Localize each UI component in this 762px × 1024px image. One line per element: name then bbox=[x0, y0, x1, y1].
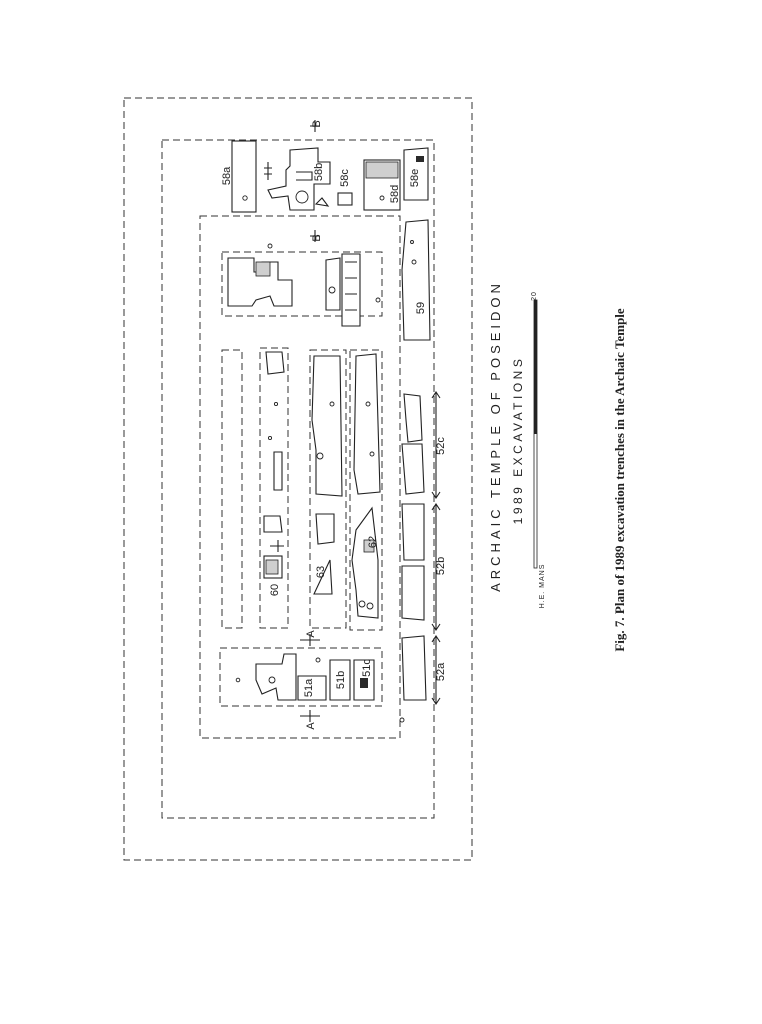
label-51c: 51c bbox=[361, 659, 373, 677]
trench-long-2: 60 bbox=[259, 347, 289, 629]
trench-58a: 58a bbox=[221, 140, 257, 213]
section-line-a: A A bbox=[300, 630, 320, 730]
label-52b: 52b bbox=[435, 557, 447, 575]
label-52a: 52a bbox=[435, 662, 447, 681]
section-marker-a-bottom: A bbox=[305, 722, 317, 730]
trench-58b: 58b bbox=[267, 147, 331, 211]
trench-long-1 bbox=[221, 349, 243, 629]
label-60: 60 bbox=[269, 584, 281, 596]
label-58e: 58e bbox=[409, 169, 421, 187]
peristasis-boundary bbox=[161, 139, 435, 819]
label-51b: 51b bbox=[335, 671, 347, 689]
trench-59: 59 bbox=[401, 219, 431, 341]
trench-58d: 58d bbox=[363, 159, 401, 211]
label-58d: 58d bbox=[389, 185, 401, 203]
figure-caption: Fig. 7. Plan of 1989 excavation trenches… bbox=[612, 308, 627, 652]
scale-label: 20 bbox=[531, 291, 538, 301]
label-58c: 58c bbox=[339, 169, 351, 187]
label-63: 63 bbox=[315, 566, 327, 578]
trench-52-row: 52c 52b 52a bbox=[401, 391, 447, 705]
label-51a: 51a bbox=[303, 678, 315, 697]
trench-long-4: 62 bbox=[349, 349, 383, 631]
plan-title: ARCHAIC TEMPLE OF POSEIDON bbox=[488, 280, 503, 592]
trench-51-group: 51a 51b 51c bbox=[219, 647, 405, 723]
trench-58c: 58c bbox=[314, 169, 353, 207]
drafter-signature: H.E. MANS bbox=[539, 564, 546, 609]
label-59: 59 bbox=[415, 302, 427, 314]
cross-marker bbox=[264, 162, 272, 180]
trench-58e: 58e bbox=[403, 147, 429, 201]
section-marker-b-top: B bbox=[311, 120, 323, 127]
plan-subtitle: 1989 EXCAVATIONS bbox=[511, 356, 525, 525]
scale-bar: 20 bbox=[531, 291, 538, 569]
trench-cluster-north bbox=[221, 243, 383, 327]
label-58a: 58a bbox=[221, 166, 233, 185]
outer-boundary bbox=[123, 97, 473, 861]
section-marker-b-bottom: B bbox=[311, 234, 323, 241]
label-58b: 58b bbox=[313, 163, 325, 181]
label-62: 62 bbox=[367, 536, 379, 548]
label-52c: 52c bbox=[435, 437, 447, 455]
section-line-b: B B bbox=[310, 120, 323, 242]
section-marker-a-top: A bbox=[305, 630, 317, 638]
cella-boundary bbox=[199, 215, 401, 739]
trench-long-3: 63 bbox=[309, 349, 347, 629]
